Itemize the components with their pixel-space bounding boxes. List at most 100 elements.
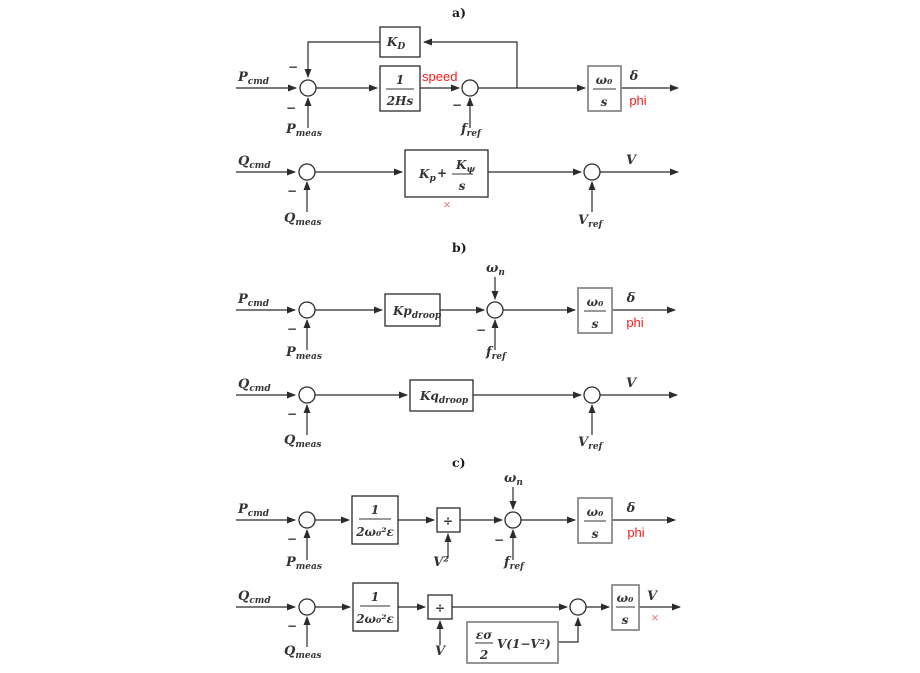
feedback-wire (304, 41, 380, 78)
sum-junction (504, 511, 522, 529)
integrator-den: s (622, 613, 629, 627)
v-output-label: V (626, 376, 638, 391)
minus-sign: − (287, 532, 297, 546)
p-cmd-label: Pcmd (237, 70, 270, 87)
v-ref-label: Vref (578, 435, 605, 452)
integrator-den: s (592, 317, 599, 331)
p-meas-label: Pmeas (285, 555, 322, 572)
minus-sign: − (287, 407, 297, 421)
f-ref-label: fref (485, 345, 508, 362)
kd-block (379, 26, 421, 58)
sum-junction (298, 386, 316, 404)
sum-junction (298, 163, 316, 181)
divide-block (436, 507, 461, 533)
sum-junction (298, 301, 316, 319)
p-cmd-label: Pcmd (237, 292, 270, 309)
speed-annotation: speed (422, 69, 457, 84)
gain-den: 2ω₀²ε (355, 612, 394, 626)
feedback-num: εσ (476, 628, 492, 642)
delta-output-label: δ (629, 69, 639, 84)
x-mark-annotation: × (443, 197, 451, 212)
v-divisor-label: V (435, 644, 447, 659)
pi-plus: + (437, 166, 447, 180)
q-cmd-label: Qcmd (238, 377, 271, 394)
kp-droop-label: Kpdroop (392, 304, 442, 321)
phi-annotation: phi (626, 315, 643, 330)
gain-num: 1 (371, 503, 379, 517)
section-a-q-row: Kp + Kψ s × Qcmd − Qmeas Vref V (236, 149, 679, 230)
sum-junction (298, 598, 316, 616)
delta-output-label: δ (626, 291, 636, 306)
minus-sign: − (287, 619, 297, 633)
pi-den: s (459, 179, 466, 193)
p-meas-label: Pmeas (285, 345, 322, 362)
section-b-q-row: Kqdroop Qcmd − Qmeas Vref V (236, 376, 678, 452)
sum-junction (298, 511, 316, 529)
inertia-den: 2Hs (386, 94, 414, 108)
v-output-label: V (626, 153, 638, 168)
section-b-p-row: Kpdroop ω₀ s Pcmd − Pmeas ωn − fref δ ph… (236, 261, 676, 362)
section-a-p-row: KD 1 2Hs ω₀ s Pcmd − − Pmeas speed − fre… (236, 26, 679, 139)
feedback-wire (558, 617, 582, 643)
pi-kpsi: Kψ (455, 158, 475, 175)
v-ref-label: Vref (578, 213, 605, 230)
q-meas-label: Qmeas (284, 433, 321, 450)
f-ref-label: fref (460, 122, 483, 139)
section-c-p-row: 1 2ω₀²ε ÷ ω₀ s Pcmd − Pmeas V² ωn − fref… (236, 471, 676, 572)
phi-annotation: phi (627, 525, 644, 540)
section-c-label: c) (452, 455, 466, 470)
kq-droop-block (409, 379, 474, 412)
sum-junction (569, 598, 587, 616)
omega-n-label: ωn (486, 261, 505, 278)
v-squared-label: V² (433, 555, 449, 570)
feedback-wire (423, 38, 518, 88)
gain-num: 1 (371, 590, 379, 604)
f-ref-label: fref (503, 555, 526, 572)
integrator-num: ω₀ (587, 505, 604, 519)
section-b: b) Kpdroop ω₀ s Pcmd − Pmeas ωn − fref (236, 240, 678, 452)
integrator-den: s (592, 527, 599, 541)
sum-junction (583, 386, 601, 404)
gain-den: 2ω₀²ε (355, 525, 394, 539)
p-cmd-label: Pcmd (237, 502, 270, 519)
minus-sign: − (494, 533, 504, 547)
kd-block-label: KD (386, 35, 405, 52)
integrator-num: ω₀ (587, 295, 604, 309)
pi-kp: Kp (418, 167, 436, 184)
pi-block (404, 149, 489, 198)
kq-droop-label: Kqdroop (419, 389, 469, 406)
q-cmd-label: Qcmd (238, 589, 271, 606)
q-meas-label: Qmeas (284, 644, 321, 661)
divide-symbol: ÷ (443, 514, 453, 528)
sum-junction (461, 79, 479, 97)
minus-sign: − (288, 60, 298, 74)
q-cmd-label: Qcmd (238, 154, 271, 171)
delta-output-label: δ (626, 501, 636, 516)
section-c-q-row: 1 2ω₀²ε ÷ εσ 2 V(1−V²) ω₀ s Qcmd − Qmeas… (236, 582, 681, 664)
v-output-label: V (647, 589, 659, 604)
section-c: c) 1 2ω₀²ε ÷ ω₀ s Pcmd (236, 455, 681, 664)
minus-sign: − (452, 98, 462, 112)
omega-n-label: ωn (504, 471, 523, 488)
sum-junction (299, 79, 317, 97)
sum-junction (583, 163, 601, 181)
feedback-expr: V(1−V²) (497, 637, 551, 651)
gain-block (351, 495, 399, 545)
integrator-num: ω₀ (617, 591, 634, 605)
inertia-num: 1 (396, 73, 404, 87)
minus-sign: − (287, 322, 297, 336)
divide-symbol: ÷ (435, 601, 445, 615)
phi-annotation: phi (629, 93, 646, 108)
minus-sign: − (476, 323, 486, 337)
kp-droop-block (384, 293, 441, 327)
integrator-den: s (601, 95, 608, 109)
gain-block (352, 582, 399, 632)
x-mark-annotation: × (651, 610, 659, 625)
q-meas-label: Qmeas (284, 211, 321, 228)
section-a-label: a) (452, 5, 466, 20)
integrator-num: ω₀ (596, 73, 613, 87)
p-meas-label: Pmeas (285, 122, 322, 139)
feedback-den: 2 (479, 648, 488, 662)
divide-block (427, 594, 453, 620)
